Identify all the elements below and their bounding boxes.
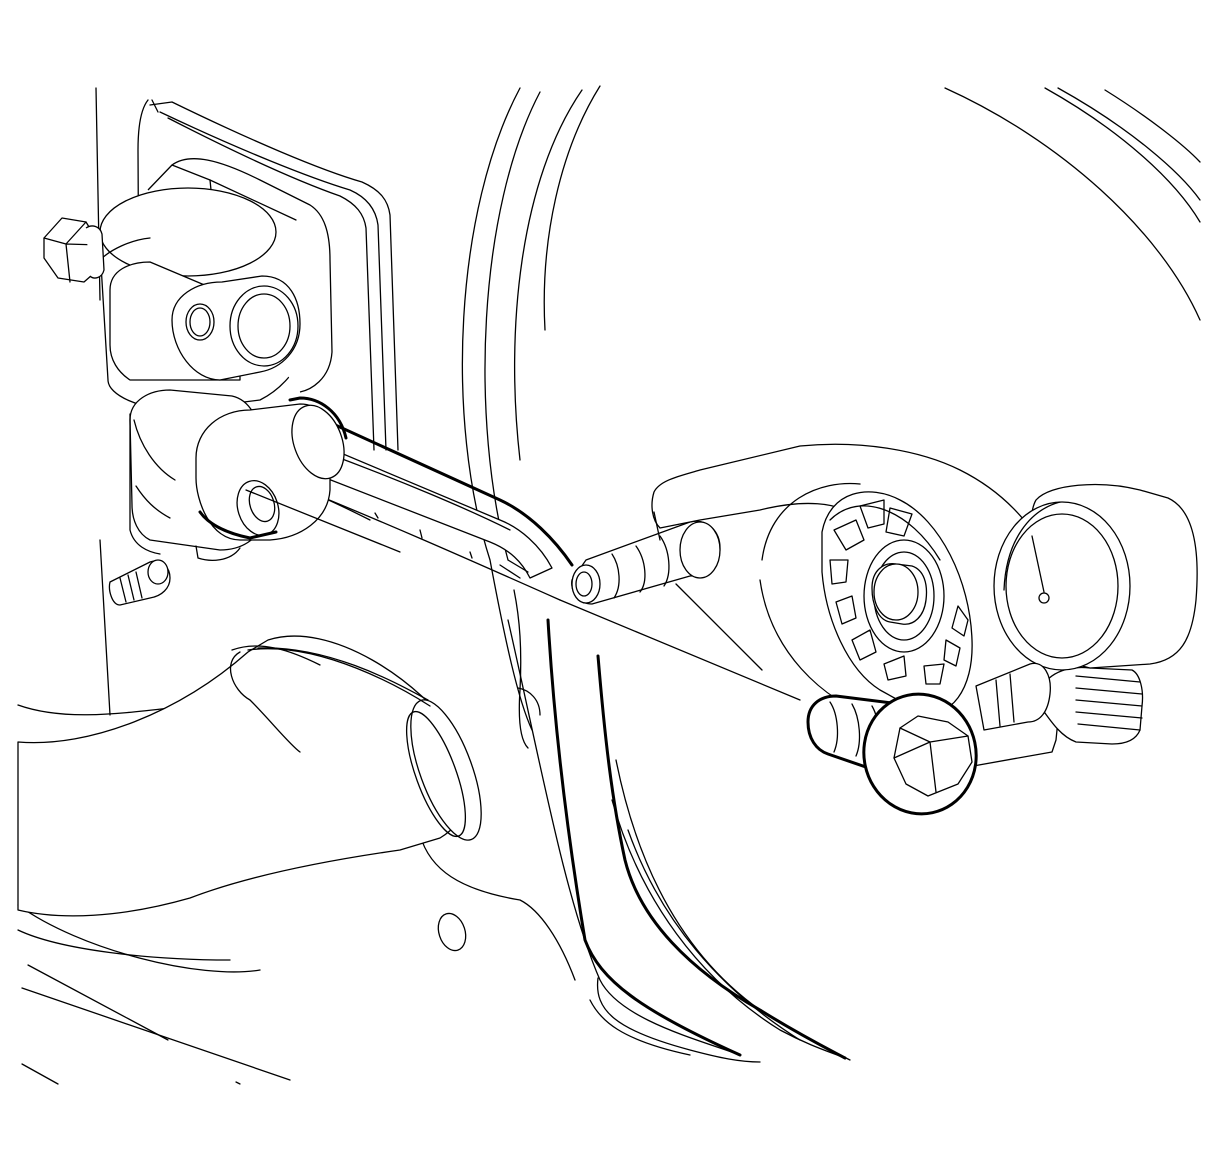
drive-gear-end <box>830 500 968 684</box>
assembly-leader-line <box>246 490 400 552</box>
radiator-hose <box>18 636 496 916</box>
pressure-switch <box>976 485 1197 744</box>
highlighted-flange-bolt <box>808 684 987 825</box>
mounting-stud <box>572 521 720 604</box>
fan-shroud <box>462 86 1200 1062</box>
ac-line-block-fitting <box>100 159 354 561</box>
block-retaining-bolt <box>44 218 104 282</box>
small-stud <box>109 560 170 605</box>
engine-frame <box>18 88 690 1084</box>
